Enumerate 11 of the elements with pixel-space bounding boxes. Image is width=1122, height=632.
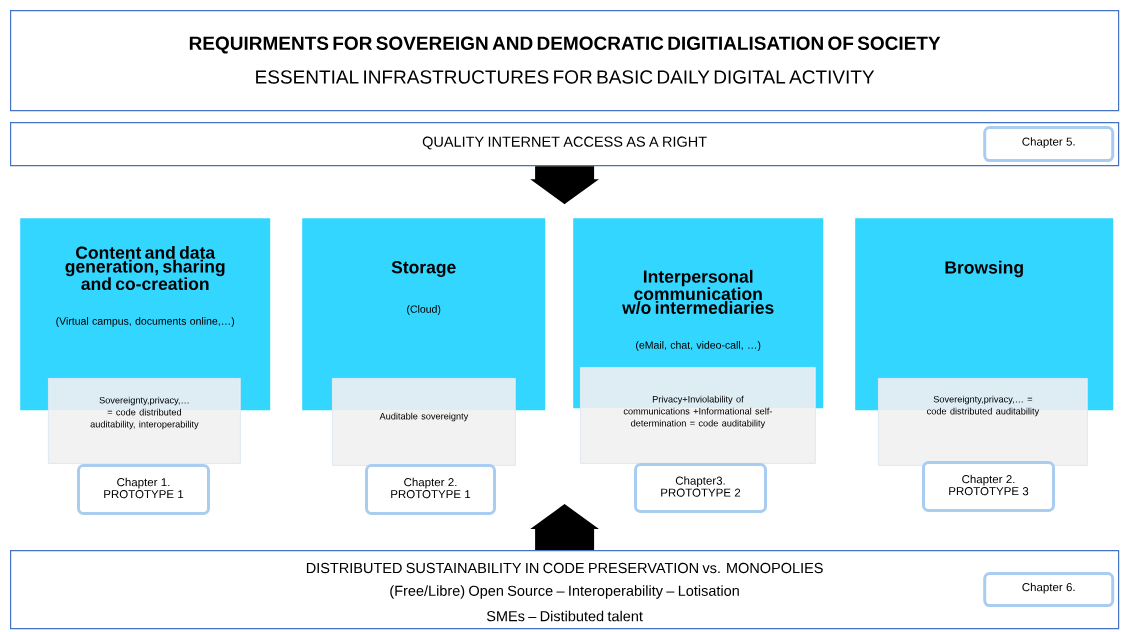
chapter-box: Chapter 1. PROTOTYPE 1 xyxy=(77,464,210,515)
chapter-box: Chapter3. PROTOTYPE 2 xyxy=(634,463,767,513)
chapter-box: Chapter 2. PROTOTYPE 1 xyxy=(365,464,496,515)
chapter-box: Chapter 2. PROTOTYPE 3 xyxy=(922,461,1055,512)
chapter-box: Chapter 5. xyxy=(983,126,1115,163)
note-box: Privacy+Inviolability of communications +Informational self-determination = code auditability xyxy=(580,367,816,464)
note-box: Auditable sovereignty xyxy=(332,378,516,466)
chapter-box: Chapter 6. xyxy=(983,572,1115,608)
note-box: Sovereignty,privacy,… = code distributed auditability, interoperability xyxy=(48,378,241,464)
note-box: Sovereignty,privacy,… = code distributed auditability xyxy=(878,378,1088,466)
banner-box: REQUIRMENTS FOR SOVEREIGN AND DEMOCRATIC DIGITIALISATION OF SOCIETY ESSENTIAL INFRASTRUCTURES FOR BASIC DAILY DIGITAL ACTIVITY xyxy=(10,10,1120,112)
